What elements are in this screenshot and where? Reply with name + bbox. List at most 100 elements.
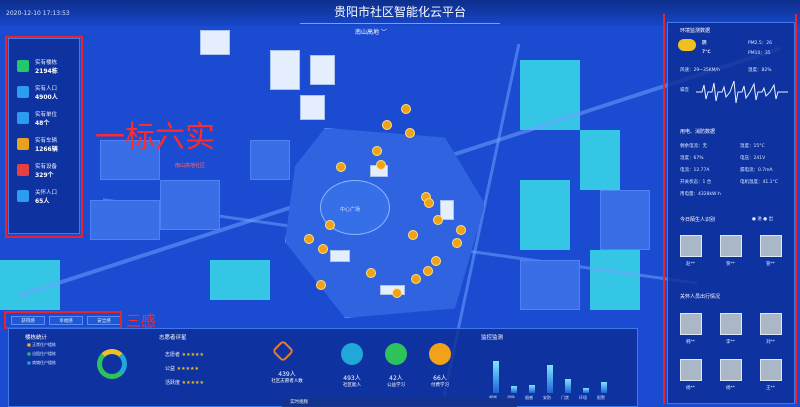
- header-bar: 贵阳市社区智能化云平台 2020-12-10 17:13:53: [0, 0, 800, 26]
- building-icon: [17, 60, 29, 72]
- face-name: 李**: [726, 340, 735, 345]
- bar-label: 消防: [507, 395, 515, 401]
- legend-item: ■ 正常住户楼栋: [27, 342, 57, 347]
- district-selector[interactable]: 南山高地 ﹀: [355, 29, 387, 36]
- elec-cell: 电流：12.77A: [680, 168, 710, 173]
- stat-label: 关怀人口: [35, 189, 58, 196]
- stat-value: 1266辆: [35, 145, 58, 153]
- stat-talents: 493人社区能人: [343, 375, 361, 388]
- bar: [529, 384, 535, 393]
- elec-cell: 漏电流：0.7mA: [740, 168, 773, 173]
- briefcase-icon: [17, 112, 29, 124]
- highlight-box-tabs: [4, 311, 122, 329]
- face-name: 杨**: [726, 386, 735, 391]
- user-icon: [17, 190, 29, 202]
- face-name: 韩**: [686, 340, 695, 345]
- highlight-box-left: [5, 36, 83, 238]
- face-photo[interactable]: [720, 313, 742, 335]
- elec-cell: 温度：15°C: [740, 144, 765, 149]
- building-stats-title: 楼栋统计: [25, 335, 48, 341]
- face-photo[interactable]: [720, 235, 742, 257]
- datetime: 2020-12-10 17:13:53: [6, 10, 70, 17]
- poi-label: 南山高地社区: [175, 163, 206, 169]
- elec-cell: 电压：241V: [740, 156, 766, 161]
- monitor-title: 监控监测: [481, 335, 504, 341]
- stat-value: 48个: [35, 119, 50, 127]
- stat-volunteers: 439人社区志愿者人数: [271, 371, 303, 384]
- bar-label: 环境: [579, 395, 587, 400]
- car-icon: [17, 138, 29, 150]
- face-name: 杨**: [686, 386, 695, 391]
- plaza-label: 中心广场: [340, 207, 361, 213]
- face-photo[interactable]: [680, 359, 702, 381]
- page-title: 贵阳市社区智能化云平台: [300, 0, 500, 24]
- annotation-three: 三感: [126, 312, 157, 330]
- stat-label: 实有设备: [35, 163, 58, 170]
- noise-label: 噪音: [680, 88, 689, 93]
- pm25: PM2.5：26: [748, 41, 772, 46]
- elec-cell: 开关状态：1 合: [680, 180, 712, 185]
- bottom-panel: 楼栋统计 ■ 正常住户楼栋 ■ 出租住户楼栋 ■ 商铺住户楼栋 志愿者评星 志愿…: [8, 328, 638, 407]
- rating-row: 活跃度 ★★★★★: [165, 380, 205, 386]
- tab-happiness[interactable]: 幸福感: [49, 316, 83, 325]
- video-bar[interactable]: 实时视频: [282, 398, 517, 407]
- bar-label: 报警: [597, 395, 605, 400]
- stat-public-learning: 42人公益学习: [387, 375, 405, 388]
- cloud-icon: [678, 39, 696, 51]
- bar: [547, 365, 553, 393]
- bar-label: 门禁: [561, 395, 569, 400]
- stat-label: 实有车辆: [35, 137, 58, 144]
- rating-row: 志愿者 ★★★★★: [165, 352, 205, 358]
- annotation-six: 一标六实: [95, 120, 215, 155]
- care-title: 关怀人员出行情况: [680, 294, 721, 300]
- bar-labels: 视频消防烟感安防门禁环境报警: [487, 395, 617, 403]
- bar: [601, 381, 607, 393]
- highlight-line-right: [663, 14, 665, 404]
- bar-label: 安防: [543, 395, 551, 400]
- bar: [511, 386, 517, 393]
- face-photo[interactable]: [680, 313, 702, 335]
- legend-item: ■ 商铺住户楼栋: [27, 360, 57, 365]
- monitor-bar-chart: [487, 347, 617, 393]
- stat-label: 实有楼栋: [35, 59, 58, 66]
- rating-row: 公益 ★★★★★: [165, 366, 200, 372]
- pm10: PM10：35: [748, 51, 771, 56]
- stat-value: 2194栋: [35, 67, 58, 75]
- stat-value: 329个: [35, 171, 54, 179]
- bar: [583, 388, 589, 393]
- bar: [565, 379, 571, 393]
- volunteer-rating-title: 志愿者评星: [159, 335, 187, 341]
- elec-cell: 剩余电流：无: [680, 144, 707, 149]
- face-name: 赵**: [686, 262, 695, 267]
- elec-cell: 用电量：4328kW·h: [680, 192, 721, 197]
- tab-gain[interactable]: 获得感: [11, 316, 45, 325]
- stat-label: 实有人口: [35, 85, 58, 92]
- weather-condition: 阴: [702, 41, 707, 46]
- bar-label: 视频: [489, 395, 497, 401]
- face-name: 管**: [766, 262, 775, 267]
- right-panel: 环境监测数据 阴 7℃ PM2.5：26 PM10：35 风速：29~35KM/…: [667, 22, 795, 404]
- face-photo[interactable]: [680, 235, 702, 257]
- face-photo[interactable]: [720, 359, 742, 381]
- legend-item: ■ 出租住户楼栋: [27, 351, 57, 356]
- medal-icon: [429, 343, 451, 365]
- elec-cell: 湿度：67%: [680, 156, 704, 161]
- faces-title: 今日陌生人识别: [680, 217, 716, 223]
- stat-label: 实有单位: [35, 111, 58, 118]
- face-photo[interactable]: [760, 313, 782, 335]
- face-photo[interactable]: [760, 235, 782, 257]
- face-name: 贺**: [726, 262, 735, 267]
- heart-icon: [271, 339, 295, 363]
- weather-temp: 7℃: [702, 50, 711, 55]
- face-photo[interactable]: [760, 359, 782, 381]
- env-title: 环境监测数据: [680, 28, 711, 34]
- wind: 风速：29~35KM/h: [680, 68, 720, 73]
- donut-chart: [97, 349, 127, 379]
